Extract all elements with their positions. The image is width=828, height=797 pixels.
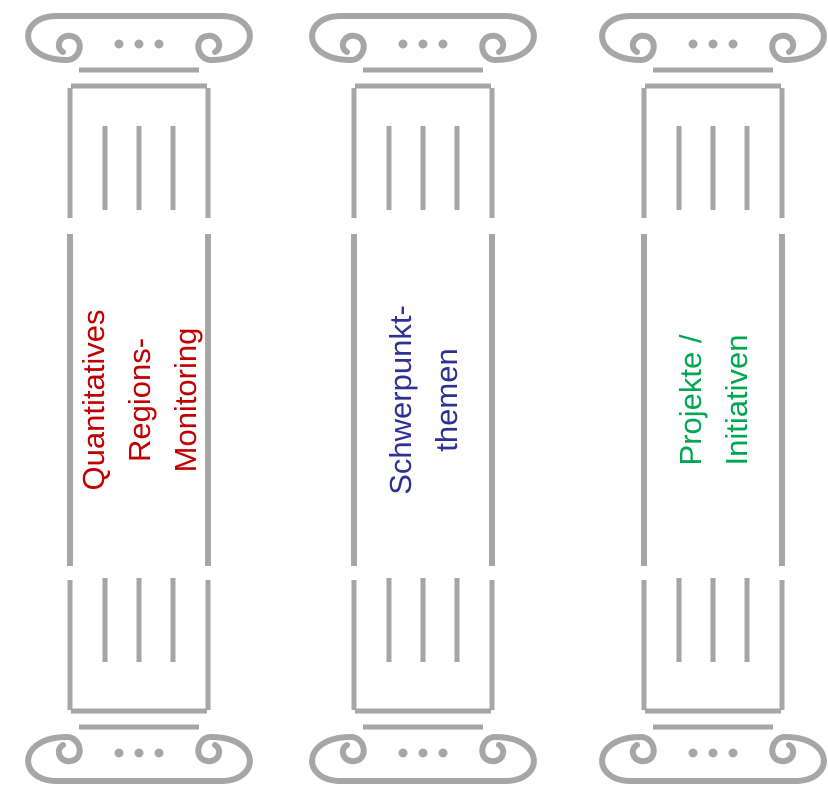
volute-band [25, 734, 253, 784]
capital-dot [708, 39, 718, 49]
capital-dot [154, 748, 164, 758]
column-capital [599, 13, 827, 89]
left-volute-icon [55, 32, 83, 63]
right-volute-icon [769, 32, 797, 63]
pillar-label-line: Quantitatives [76, 310, 111, 491]
left-volute-icon [629, 32, 657, 63]
volute-band [309, 13, 537, 63]
pillar-1: Quantitatives Regions- Monitoring [25, 13, 253, 784]
capital-dot [134, 748, 144, 758]
column-base [25, 708, 253, 784]
pillar-label-line: Schwerpunkt- [383, 305, 418, 495]
left-volute-icon [55, 734, 83, 765]
capital-dot [708, 748, 718, 758]
capital-dot [418, 748, 428, 758]
right-volute-icon [479, 32, 507, 63]
capital-dot [688, 39, 698, 49]
capital-dot [418, 39, 428, 49]
pillar-3: Projekte / Initiativen [599, 13, 827, 784]
column-capital [25, 13, 253, 89]
capital-dot [398, 39, 408, 49]
pillar-label-line: themen [429, 348, 464, 451]
capital-dot [114, 748, 124, 758]
pillar-label-line: Regions- [122, 338, 157, 462]
capital-dot [438, 748, 448, 758]
volute-band [309, 734, 537, 784]
capital-dot [728, 748, 738, 758]
column-capital [309, 13, 537, 89]
capital-dot [688, 748, 698, 758]
right-volute-icon [195, 734, 223, 765]
capital-dot [154, 39, 164, 49]
capital-dot [398, 748, 408, 758]
volute-band [599, 13, 827, 63]
pillar-label-line: Projekte / [673, 334, 708, 465]
pillar-label-line: Monitoring [168, 328, 203, 473]
capital-dot [134, 39, 144, 49]
column-base [599, 708, 827, 784]
volute-band [25, 13, 253, 63]
column-base [309, 708, 537, 784]
left-volute-icon [339, 32, 367, 63]
pillar-label-line: Initiativen [719, 335, 754, 466]
capital-dot [114, 39, 124, 49]
right-volute-icon [195, 32, 223, 63]
right-volute-icon [769, 734, 797, 765]
pillar-2: Schwerpunkt-themen [309, 13, 537, 784]
right-volute-icon [479, 734, 507, 765]
capital-dot [438, 39, 448, 49]
volute-band [599, 734, 827, 784]
capital-dot [728, 39, 738, 49]
left-volute-icon [339, 734, 367, 765]
left-volute-icon [629, 734, 657, 765]
